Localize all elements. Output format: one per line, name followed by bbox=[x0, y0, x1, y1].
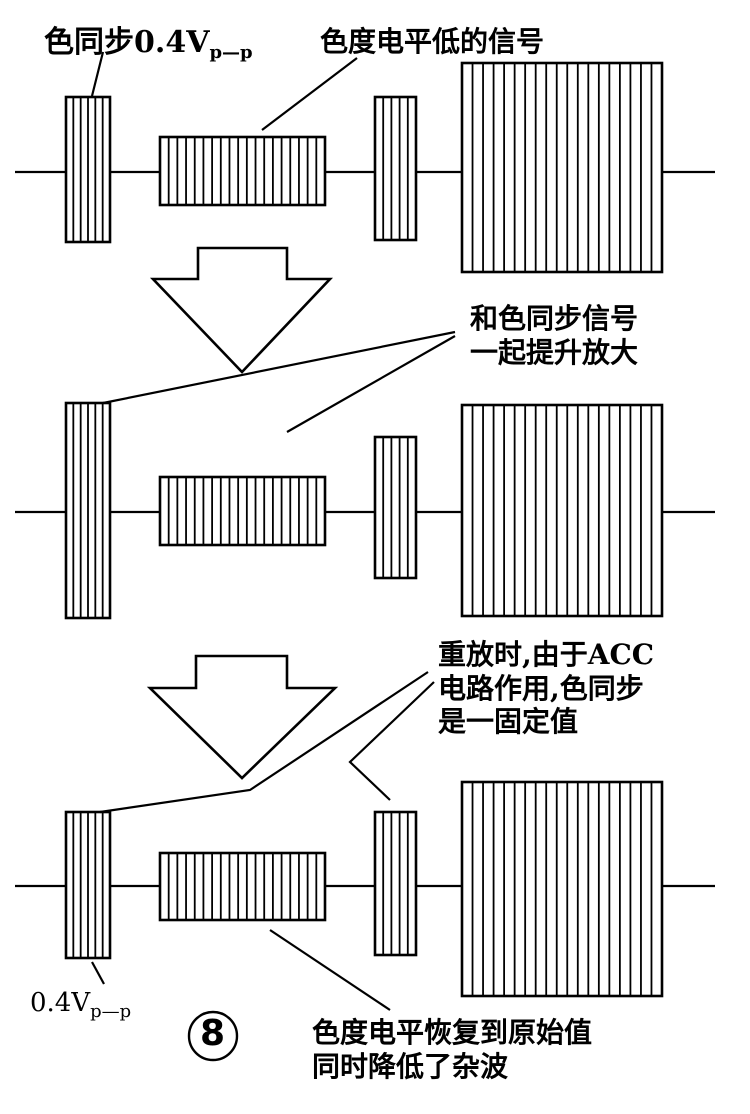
leader-boost-burst bbox=[102, 330, 456, 405]
leader-restore bbox=[269, 929, 391, 1011]
label-burst-top-main: 色同步0.4V bbox=[44, 25, 210, 60]
chroma-block bbox=[158, 475, 327, 547]
signal-rows bbox=[15, 61, 715, 998]
middle-pulse bbox=[373, 810, 418, 957]
large-block bbox=[460, 61, 664, 274]
figure-number-circle bbox=[187, 1010, 239, 1062]
leader-burst-bottom bbox=[91, 961, 105, 985]
color-burst bbox=[64, 810, 112, 960]
chroma-block-outline bbox=[158, 475, 327, 547]
large-block-outline bbox=[460, 403, 664, 618]
label-burst-bottom-sub: p—p bbox=[90, 1001, 132, 1022]
label-boost-line2: 一起提升放大 bbox=[470, 335, 639, 369]
label-burst-bottom-main: 0.4V bbox=[30, 988, 91, 1018]
label-acc-line2: 电路作用,色同步 bbox=[438, 671, 644, 705]
label-acc-line3: 是一固定值 bbox=[438, 705, 579, 739]
middle-pulse bbox=[373, 435, 418, 580]
leader-boost-chroma bbox=[286, 335, 456, 433]
label-boost: 和色同步信号 一起提升放大 bbox=[470, 302, 638, 369]
figure-number-digit: 8 bbox=[200, 1013, 226, 1054]
label-acc-line1: 重放时,由于ACC bbox=[438, 638, 655, 671]
leader-acc-burst bbox=[99, 671, 429, 814]
leader-burst-top bbox=[90, 51, 105, 97]
label-burst-top: 色同步0.4Vp—p bbox=[44, 28, 253, 62]
leader-chroma-low bbox=[261, 57, 358, 131]
label-boost-line1: 和色同步信号 bbox=[470, 302, 639, 335]
middle-pulse-outline bbox=[373, 435, 418, 580]
middle-pulse bbox=[373, 95, 418, 242]
large-block bbox=[460, 403, 664, 618]
middle-pulse-outline bbox=[373, 95, 418, 242]
chroma-block bbox=[158, 851, 327, 922]
color-burst bbox=[64, 95, 112, 244]
chroma-block bbox=[158, 135, 327, 207]
large-block-outline bbox=[460, 61, 664, 274]
row-boosted bbox=[15, 401, 715, 620]
label-chroma-low: 色度电平低的信号 bbox=[320, 25, 545, 58]
down-arrow-1 bbox=[149, 246, 334, 374]
row-original bbox=[15, 61, 715, 274]
row-restored bbox=[15, 780, 715, 998]
chroma-block-outline bbox=[158, 851, 327, 922]
label-restore-line2: 同时降低了杂波 bbox=[312, 1049, 509, 1083]
label-burst-bottom: 0.4Vp—p bbox=[30, 990, 131, 1021]
color-burst bbox=[64, 401, 112, 620]
label-restore: 色度电平恢复到原始值 同时降低了杂波 bbox=[312, 1016, 592, 1083]
large-block bbox=[460, 780, 664, 998]
label-restore-line1: 色度电平恢复到原始值 bbox=[312, 1016, 593, 1049]
middle-pulse-outline bbox=[373, 810, 418, 957]
label-acc: 重放时,由于ACC 电路作用,色同步 是一固定值 bbox=[438, 638, 654, 739]
label-burst-top-sub: p—p bbox=[209, 42, 253, 63]
chroma-block-outline bbox=[158, 135, 327, 207]
large-block-outline bbox=[460, 780, 664, 998]
leader-acc-pulse bbox=[348, 681, 435, 801]
down-arrow-2 bbox=[146, 654, 339, 780]
